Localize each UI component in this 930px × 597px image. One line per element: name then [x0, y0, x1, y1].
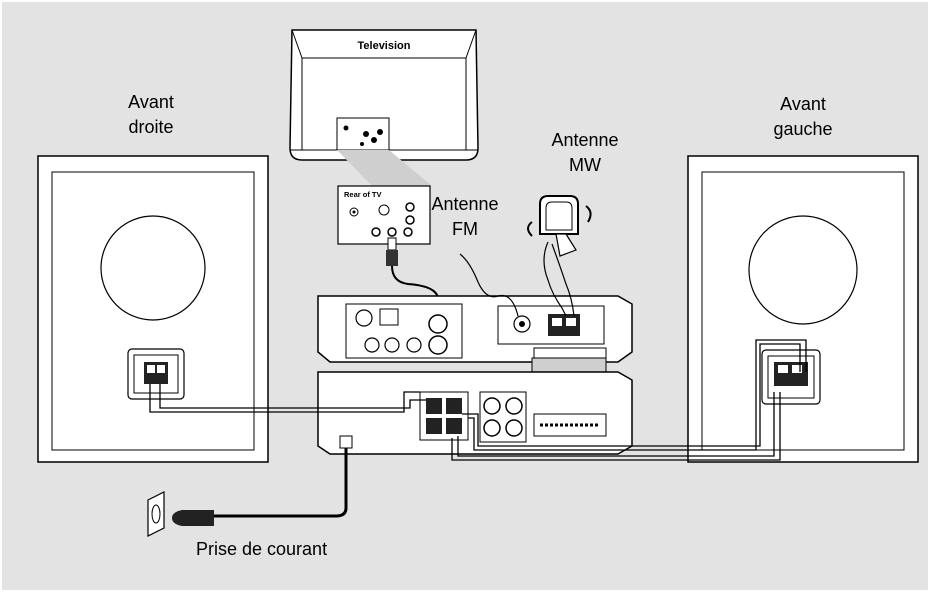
label-fm-antenna: Antenne FM: [420, 192, 510, 242]
mw-loop-antenna-icon: [527, 195, 592, 317]
main-unit-tuner: [317, 295, 633, 363]
label-speaker-right-front: Avant droite: [106, 90, 196, 140]
main-unit-amplifier: [317, 371, 633, 455]
television-icon: Television: [289, 29, 479, 161]
speaker-cables: [149, 339, 807, 461]
tv-rear-label: Rear of TV: [344, 190, 382, 199]
label-line: Antenne: [431, 194, 499, 214]
label-line: Avant: [128, 92, 174, 112]
speaker-right-front: [37, 155, 269, 463]
label-speaker-left-front: Avant gauche: [758, 92, 848, 142]
speaker-left-front: [687, 155, 919, 463]
label-mw-antenna: Antenne MW: [540, 128, 630, 178]
power-plug-icon: [172, 510, 214, 526]
tv-rear-panel: Rear of TV: [337, 185, 431, 245]
label-line: gauche: [773, 119, 833, 139]
tv-title: Television: [358, 40, 411, 52]
power-cord: [172, 448, 348, 526]
tv-rear-zoom-shadow: [337, 150, 432, 186]
wall-outlet-icon: [147, 491, 165, 537]
label-line: Avant: [780, 94, 826, 114]
fm-antenna-icon: [459, 253, 519, 317]
label-line: droite: [128, 117, 174, 137]
label-line: MW: [569, 155, 601, 175]
label-line: Antenne: [551, 130, 619, 150]
label-line: FM: [452, 219, 478, 239]
label-power-outlet: Prise de courant: [196, 539, 328, 559]
speaker-icon: [100, 215, 206, 321]
speaker-icon: [748, 215, 858, 325]
